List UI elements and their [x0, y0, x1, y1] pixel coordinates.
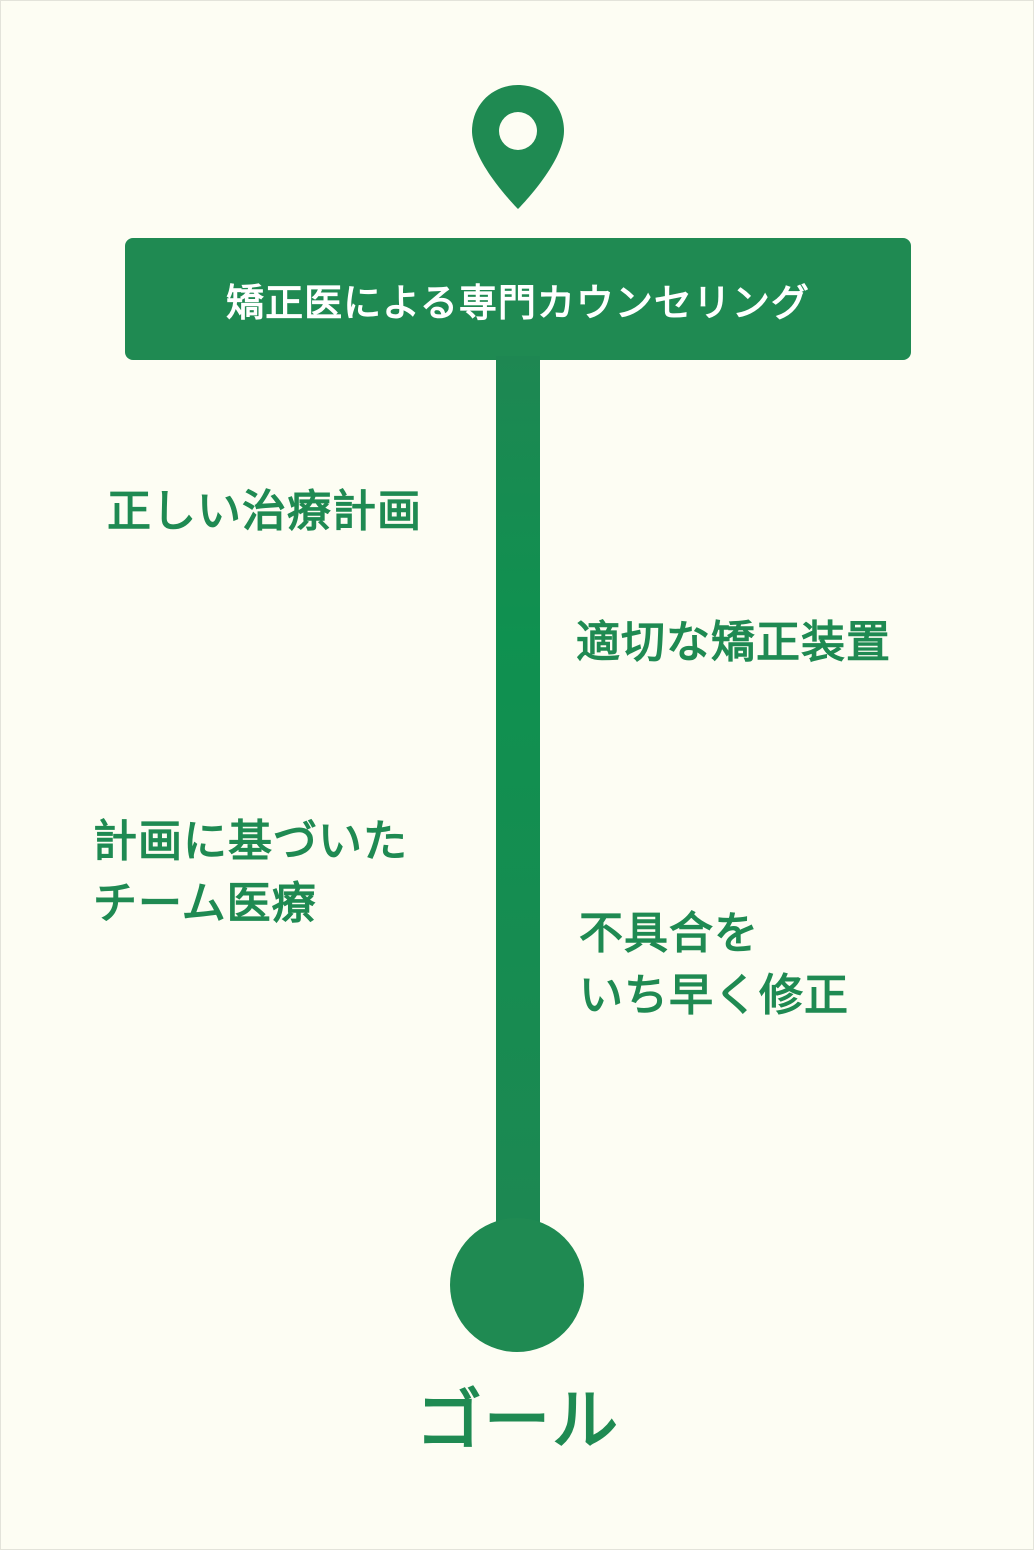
step-label-line: 正しい治療計画 [107, 486, 422, 537]
timeline-line [496, 356, 540, 1291]
step-label-line: 適切な矯正装置 [576, 617, 891, 668]
step-label-line: 不具合を [579, 908, 759, 959]
step-treatment-plan: 正しい治療計画 [107, 481, 422, 543]
step-label-line: 計画に基づいた [93, 816, 408, 867]
step-quick-fix: 不具合を いち早く修正 [579, 903, 849, 1027]
start-label: 矯正医による専門カウンセリング [226, 280, 810, 325]
step-label-line: チーム医療 [93, 878, 317, 929]
start-box: 矯正医による専門カウンセリング [125, 238, 911, 360]
step-team-care: 計画に基づいた チーム医療 [93, 811, 408, 935]
map-pin-icon [472, 85, 564, 209]
goal-marker [450, 1218, 584, 1352]
step-label-line: いち早く修正 [579, 970, 849, 1021]
step-appliance: 適切な矯正装置 [576, 612, 891, 674]
goal-label: ゴール [416, 1382, 620, 1459]
